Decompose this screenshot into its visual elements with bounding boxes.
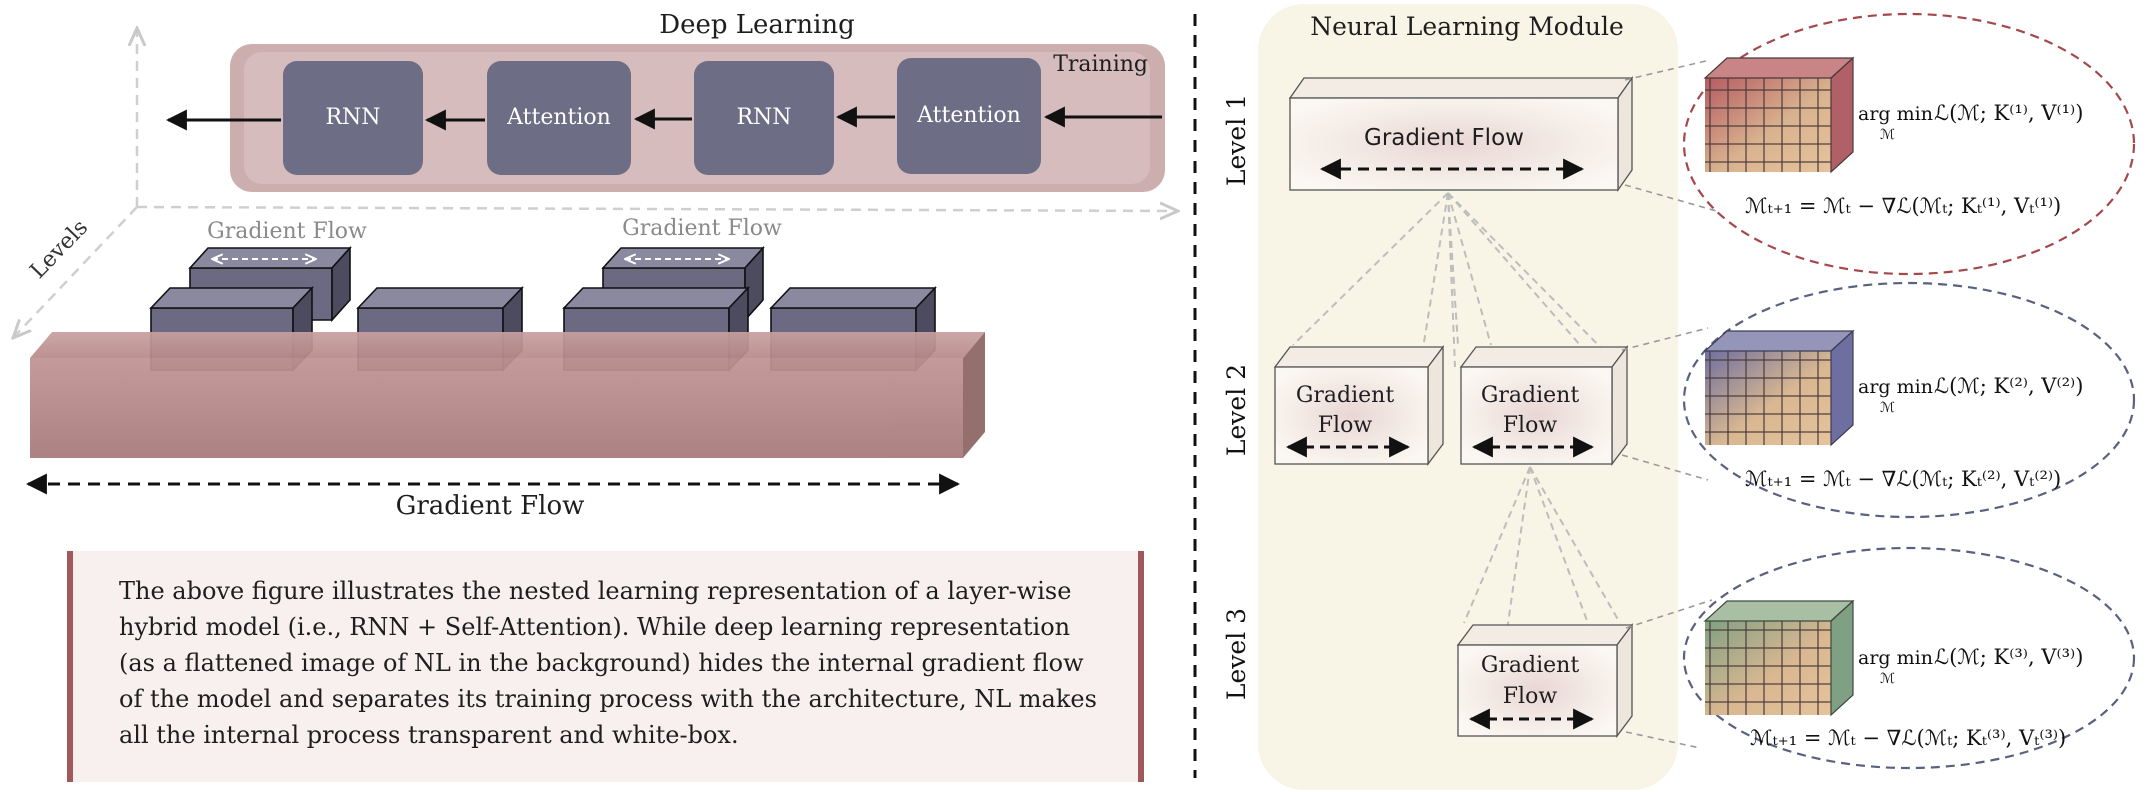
levels-axis [13, 206, 138, 338]
level-2-right-label-line2: Flow [1503, 413, 1558, 438]
level-2-argmin: arg min [1858, 376, 1933, 398]
training-arrows [165, 106, 1162, 131]
nl-module-title: Neural Learning Module [1310, 12, 1624, 41]
level-3-label: Level 3 [1222, 608, 1251, 700]
gradient-flow-label-bottom: Gradient Flow [396, 491, 585, 521]
level-2-update: ℳₜ₊₁ = ℳₜ − ∇ℒ(ℳₜ; Kₜ⁽²⁾, Vₜ⁽²⁾) [1745, 467, 2061, 491]
svg-text:RNN: RNN [325, 105, 380, 130]
training-label: Training [1053, 52, 1148, 77]
caption-text: The above figure illustrates the nested … [119, 577, 1097, 749]
horizontal-axis [136, 207, 1178, 211]
level-3-argmin: arg min [1858, 647, 1933, 669]
memory-cube-3 [1703, 599, 1855, 717]
level-1-label: Level 1 [1222, 94, 1251, 186]
level-1-box-label: Gradient Flow [1364, 125, 1524, 151]
level-1-loss: ℒ(ℳ; K⁽¹⁾, V⁽¹⁾) [1934, 101, 2083, 125]
level-3-label-line2: Flow [1503, 684, 1558, 709]
level-3-argmin-sub: ℳ [1880, 671, 1895, 687]
attention-block-1: Attention [487, 61, 631, 175]
level-2-label: Level 2 [1222, 364, 1251, 456]
level-2-left-label-line2: Flow [1318, 413, 1373, 438]
memory-cube-1 [1703, 56, 1855, 174]
deep-learning-title: Deep Learning [659, 10, 855, 40]
level-1-argmin-sub: ℳ [1880, 127, 1895, 143]
level-2-left-label-line1: Gradient [1296, 383, 1395, 408]
level-3-loss: ℒ(ℳ; K⁽³⁾, V⁽³⁾) [1934, 645, 2083, 669]
caption-box: The above figure illustrates the nested … [67, 551, 1144, 782]
svg-text:Attention: Attention [506, 105, 611, 130]
level-2-right-label-line1: Gradient [1481, 383, 1580, 408]
rnn-block-2: RNN [694, 61, 834, 175]
level-2-argmin-sub: ℳ [1880, 400, 1895, 416]
ellipse-connectors [1621, 59, 1721, 749]
gradient-flow-label-top-left: Gradient Flow [207, 219, 367, 244]
flattened-slab [30, 332, 985, 458]
level-2-loss: ℒ(ℳ; K⁽²⁾, V⁽²⁾) [1934, 374, 2083, 398]
level-1-update: ℳₜ₊₁ = ℳₜ − ∇ℒ(ℳₜ; Kₜ⁽¹⁾, Vₜ⁽¹⁾) [1745, 194, 2061, 218]
gradient-flow-label-top-right: Gradient Flow [622, 216, 782, 241]
level-connectors [1292, 192, 1621, 646]
rnn-block-1: RNN [283, 61, 423, 175]
attention-block-2: Attention [897, 58, 1041, 174]
svg-text:Attention: Attention [916, 103, 1021, 128]
level-3-update: ℳₜ₊₁ = ℳₜ − ∇ℒ(ℳₜ; Kₜ⁽³⁾, Vₜ⁽³⁾) [1750, 726, 2066, 750]
level-3-label-line1: Gradient [1481, 653, 1580, 678]
levels-axis-label: Levels [26, 215, 94, 284]
level-1-argmin: arg min [1858, 103, 1933, 125]
memory-cube-2 [1703, 329, 1855, 447]
svg-text:RNN: RNN [736, 105, 791, 130]
